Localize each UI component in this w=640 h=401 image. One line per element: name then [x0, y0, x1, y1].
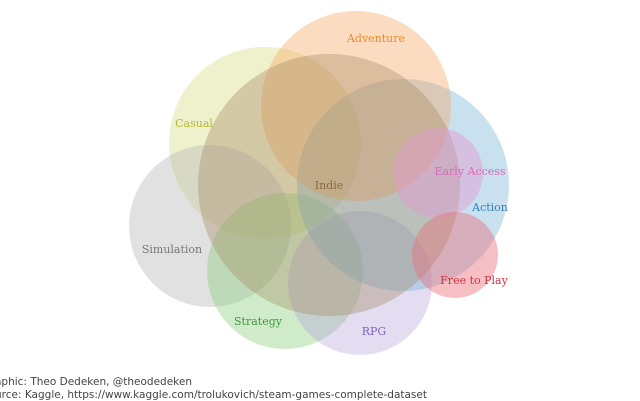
label-casual: Casual — [175, 117, 213, 130]
label-free-to-play: Free to Play — [440, 274, 508, 287]
credit-graphic: aphic: Theo Dedeken, @theodedeken — [0, 376, 193, 388]
set-circle-indie — [198, 54, 460, 316]
set-circle-simulation — [129, 145, 291, 307]
label-strategy: Strategy — [234, 315, 283, 328]
label-rpg: RPG — [362, 325, 386, 338]
set-circle-casual — [169, 47, 361, 239]
label-indie: Indie — [315, 179, 344, 192]
label-action: Action — [471, 201, 508, 214]
label-adventure: Adventure — [346, 32, 405, 45]
label-simulation: Simulation — [142, 243, 202, 256]
set-circle-rpg — [288, 211, 432, 355]
set-circle-free-to-play — [412, 212, 498, 298]
set-circle-adventure — [261, 11, 451, 201]
credit-source: urce: Kaggle, https://www.kaggle.com/tro… — [0, 389, 427, 401]
label-early-access: Early Access — [434, 165, 505, 178]
set-circle-strategy — [207, 193, 363, 349]
set-circle-early-access — [393, 128, 483, 218]
set-circle-action — [297, 79, 509, 291]
